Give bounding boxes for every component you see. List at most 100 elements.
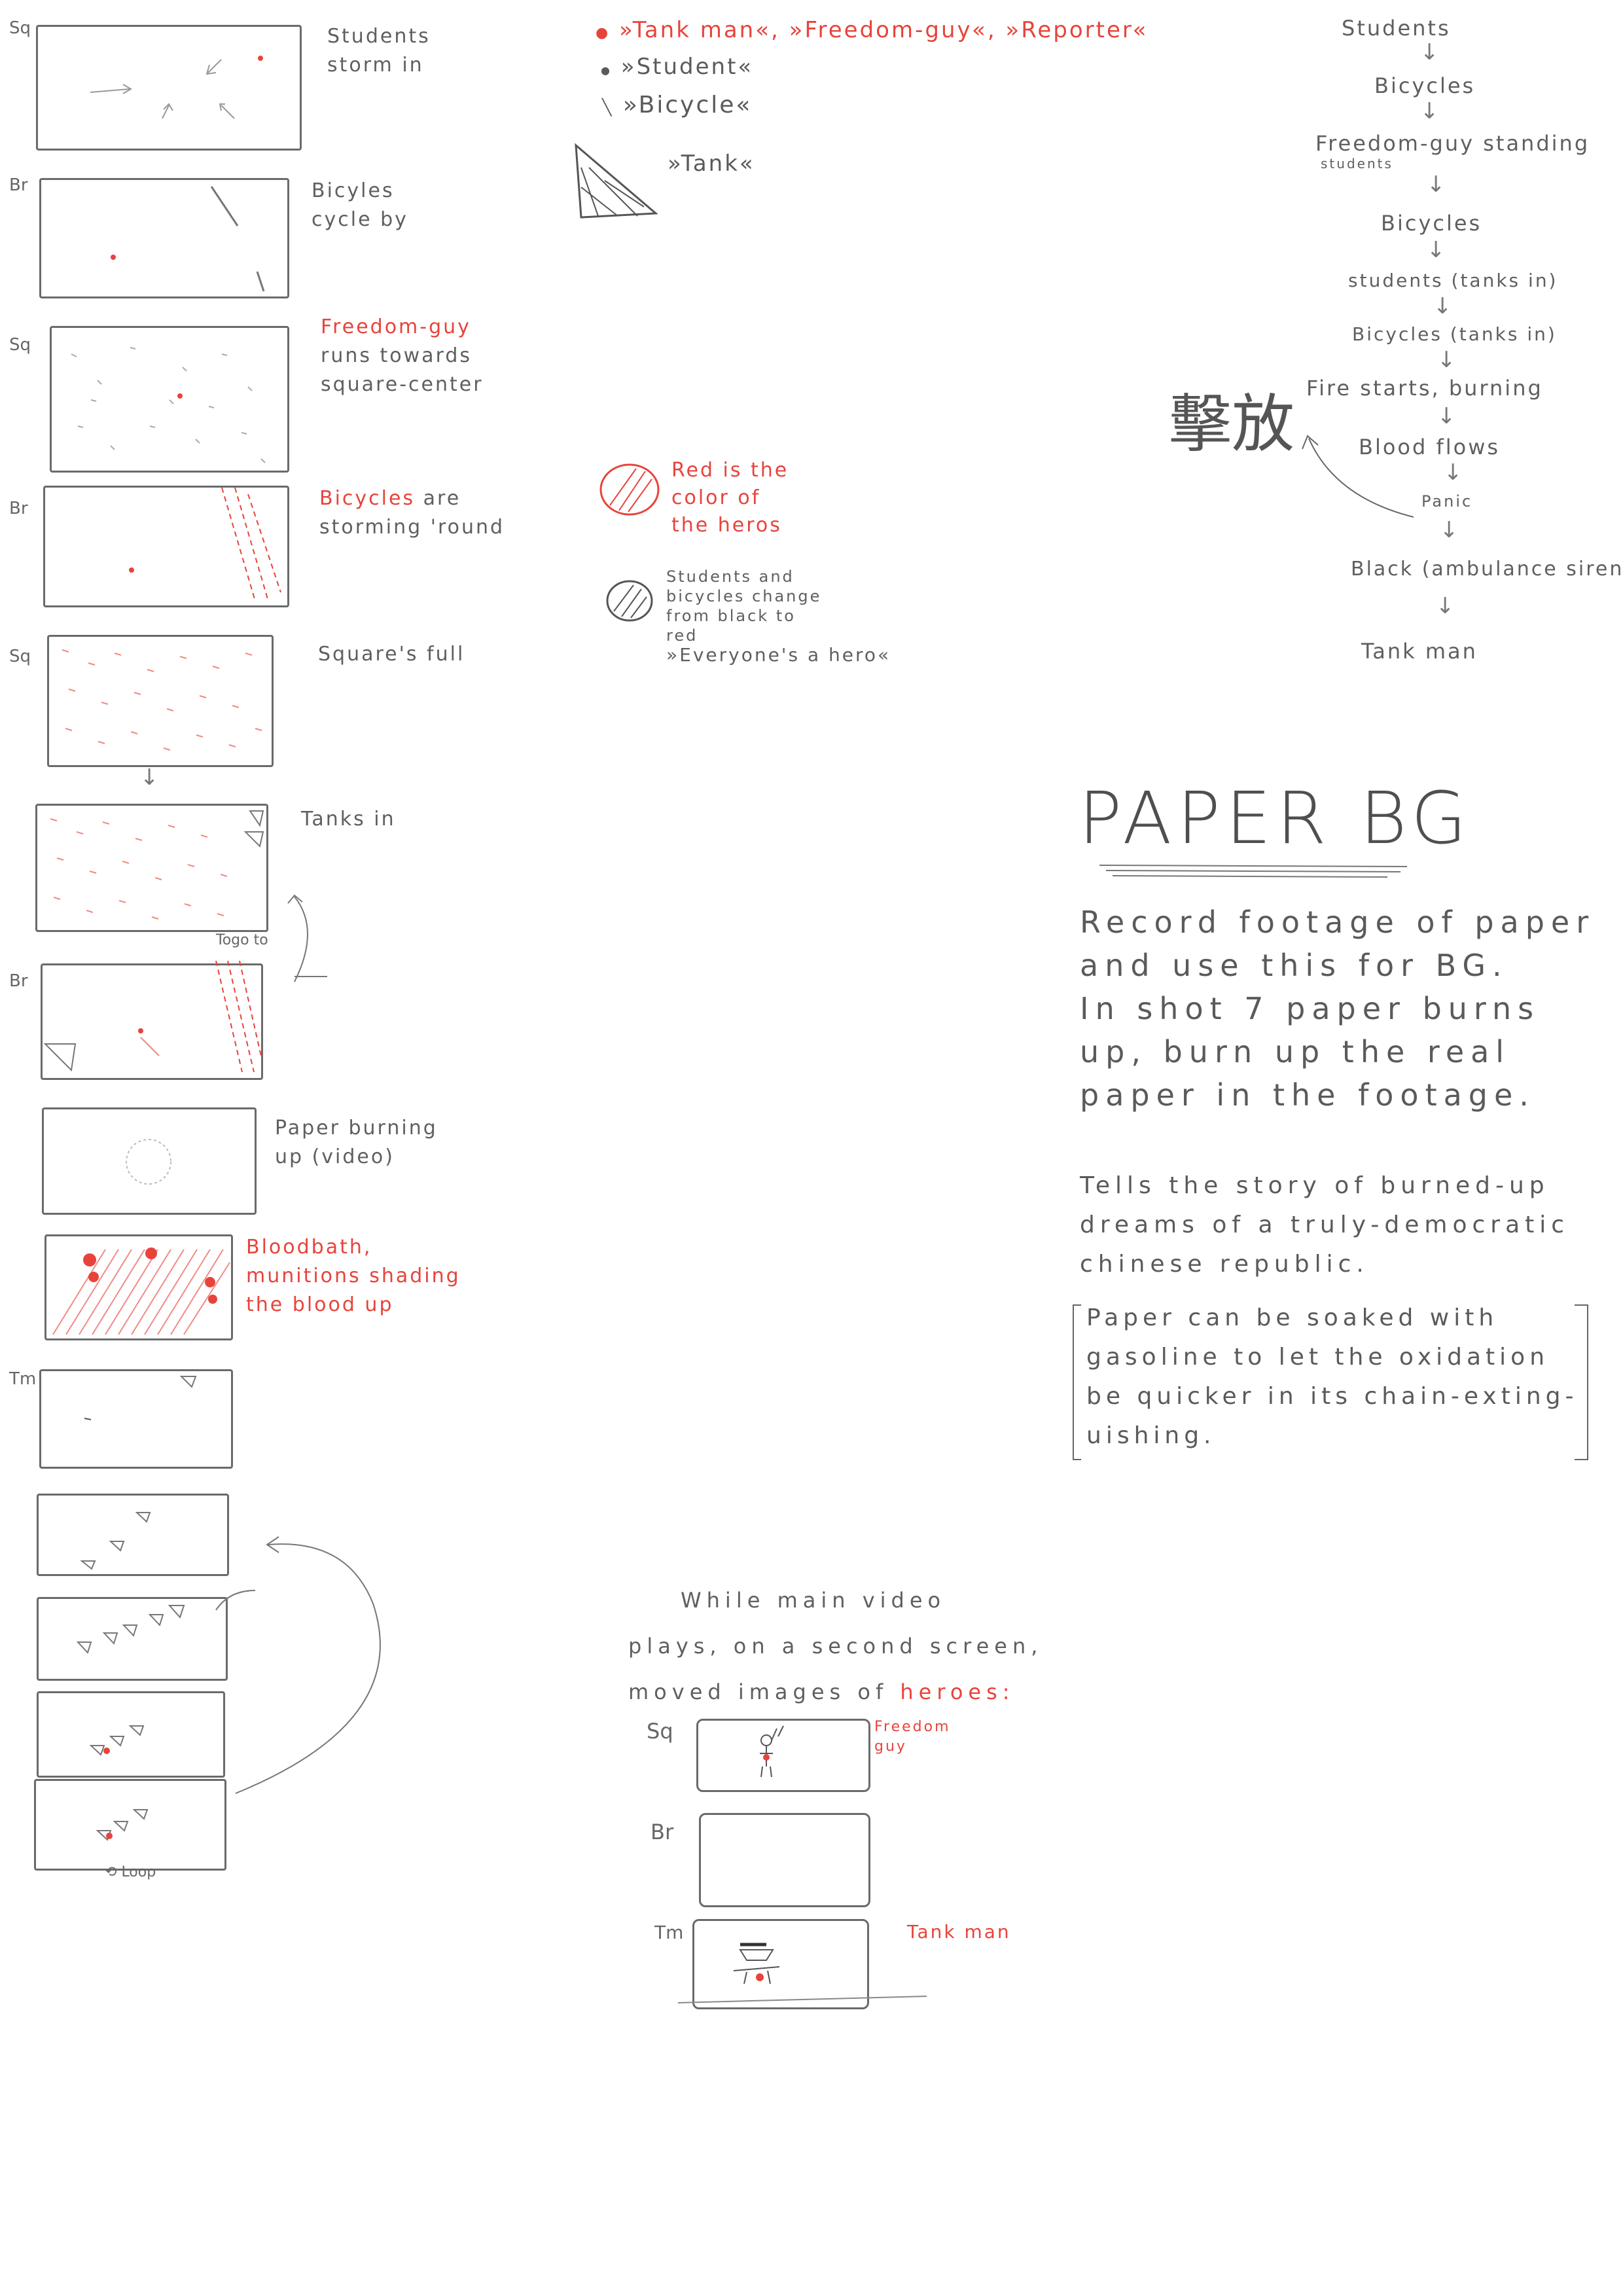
togoto-arrow: [287, 894, 327, 982]
flow-step-1: Students: [1342, 16, 1451, 41]
shot-9-caption-line-3: the blood up: [246, 1293, 394, 1316]
legend-student-text: »Student«: [620, 54, 754, 80]
legend-tank: »Tank«: [668, 151, 755, 177]
shot-5-sketch: [62, 649, 262, 751]
togoto-label: Togo to: [216, 932, 268, 948]
shot-6-frame: [35, 804, 268, 932]
legend-characters: ● »Tank man«, »Freedom-guy«, »Reporter«: [596, 17, 1149, 43]
title-underline: [1099, 865, 1408, 878]
freedom-guy-figure: [760, 1725, 784, 1778]
flow-arrow-1: ↓: [1420, 39, 1439, 65]
second-screen-intro-heroes: heroes:: [900, 1679, 1015, 1704]
shot-10-frame-1: [39, 1369, 233, 1469]
red-note-line-2: color of: [671, 486, 761, 509]
shot-4-caption-line-2: storming 'round: [319, 516, 505, 539]
paper-bg-line-4: up, burn up the real: [1080, 1034, 1511, 1069]
chinese-characters: 擊放: [1169, 387, 1294, 461]
second-screen-label-sq: Sq: [647, 1719, 673, 1744]
gray-note-line-3: from black to: [666, 607, 796, 625]
shot-4-caption-line-1: Bicycles are: [319, 484, 505, 513]
shot-2-sketch: [111, 186, 265, 292]
shot-2-label: Br: [9, 175, 28, 195]
second-screen-frame-tm: [692, 1919, 869, 2009]
bracket: [1073, 1304, 1588, 1460]
shot-1-caption-line-2: storm in: [327, 54, 424, 77]
flow-step-8: Blood flows: [1359, 435, 1501, 459]
shot-7-label: Br: [9, 971, 28, 991]
hero-tank-man: Tank man: [907, 1918, 1011, 1946]
second-screen-intro-line-1: While main video: [681, 1588, 946, 1613]
shot-5-frame: [47, 635, 274, 767]
shot-9-sketch: [52, 1247, 230, 1335]
second-screen-intro-line-2: plays, on a second screen,: [628, 1634, 1043, 1659]
shot-1-caption: Students storm in: [327, 22, 431, 80]
shot-5-caption-line-1: Square's full: [318, 643, 465, 666]
flow-arrow-2: ↓: [1420, 98, 1439, 124]
shot-2-caption: Bicyles cycle by: [312, 177, 408, 234]
flow-step-2: Bicycles: [1374, 73, 1476, 98]
flow-step-6: Bicycles (tanks in): [1352, 323, 1557, 345]
red-note-line-3: the heros: [671, 514, 782, 537]
flow-arrow-5: ↓: [1433, 293, 1452, 319]
hero-tank-man-text: Tank man: [907, 1921, 1011, 1943]
paper-bg-body: Record footage of paper and use this for…: [1080, 901, 1595, 1117]
flow-step-5: students (tanks in): [1348, 270, 1558, 291]
shot-7-red-dashes: [215, 960, 262, 1073]
shot-10-frame-4: [37, 1691, 225, 1778]
hero-freedom-guy-line-2: guy: [874, 1738, 907, 1755]
shot-8-frame: [42, 1107, 257, 1215]
second-screen-baseline: [677, 1996, 927, 2003]
paper-bg-story-line-1: Tells the story of burned-up: [1080, 1172, 1550, 1199]
paper-bg-line-2: and use this for BG.: [1080, 948, 1508, 983]
bracket-line-4: uishing.: [1086, 1422, 1216, 1449]
second-screen-frame-br: [699, 1813, 870, 1907]
shot-8-caption: Paper burning up (video): [275, 1114, 438, 1172]
hero-freedom-guy-line-1: Freedom: [874, 1719, 951, 1735]
shot-2-caption-line-2: cycle by: [312, 208, 408, 231]
shot-5-label: Sq: [9, 647, 31, 666]
shot-4-caption-red: Bicycles: [319, 487, 416, 510]
shot-7-frame: [41, 963, 263, 1080]
second-screen-intro: While main video plays, on a second scre…: [628, 1577, 1043, 1715]
gray-note-line-5: »Everyone's a hero«: [666, 644, 891, 666]
shot-8-caption-line-2: up (video): [275, 1145, 395, 1168]
shot-2-caption-line-1: Bicyles: [312, 179, 395, 202]
flow-step-10: Black (ambulance siren): [1351, 558, 1623, 581]
legend-characters-text: »Tank man«, »Freedom-guy«, »Reporter«: [619, 17, 1149, 43]
flow-step-3-sub: students: [1321, 156, 1393, 171]
shot-3-caption: Freedom-guy runs towards square-center: [321, 313, 484, 399]
shot-6-caption-line-1: Tanks in: [301, 808, 396, 831]
loop-arrow: [215, 1536, 381, 1794]
flow-arrow-10: ↓: [1436, 593, 1455, 619]
paper-bg-line-5: paper in the footage.: [1080, 1077, 1535, 1113]
legend-student: ● »Student«: [601, 54, 754, 80]
loop-text: Loop: [121, 1864, 156, 1880]
chinese-pointer-arrow: [1302, 435, 1414, 518]
shot-10-label: Tm: [9, 1369, 37, 1389]
shot-4-frame: [43, 486, 289, 607]
bracket-line-2: gasoline to let the oxidation: [1086, 1344, 1550, 1371]
shot-9-caption-line-1: Bloodbath,: [246, 1236, 372, 1259]
paper-bg-story: Tells the story of burned-up dreams of a…: [1080, 1166, 1569, 1284]
paper-bg-bracket-note: Paper can be soaked with gasoline to let…: [1086, 1299, 1578, 1456]
shot-10-sketch-1: [84, 1376, 197, 1420]
second-screen-frame-sq: [696, 1719, 870, 1792]
flow-arrow-4: ↓: [1427, 237, 1446, 263]
shot-4-sketch: [129, 487, 281, 600]
red-note-line-1: Red is the: [671, 459, 789, 482]
bracket-line-1: Paper can be soaked with: [1086, 1304, 1499, 1331]
paper-bg-line-3: In shot 7 paper burns: [1080, 991, 1541, 1026]
shot-1-label: Sq: [9, 18, 31, 38]
shot-8-caption-line-1: Paper burning: [275, 1117, 438, 1139]
bracket-line-3: be quicker in its chain-exting-: [1086, 1383, 1578, 1410]
shot-3-sketch: [71, 347, 266, 463]
second-screen-label-tm: Tm: [654, 1922, 684, 1943]
paper-bg-story-line-2: dreams of a truly-democratic: [1080, 1211, 1570, 1238]
flow-arrow-9: ↓: [1440, 517, 1459, 543]
shot-10-frame-5: [34, 1779, 226, 1871]
flow-step-7: Fire starts, burning: [1306, 376, 1543, 401]
tank-man-figure: [733, 1943, 780, 1984]
red-note: Red is the color of the heros: [671, 457, 789, 539]
gray-note-line-4: red: [666, 626, 698, 645]
shot-4-label: Br: [9, 499, 28, 518]
